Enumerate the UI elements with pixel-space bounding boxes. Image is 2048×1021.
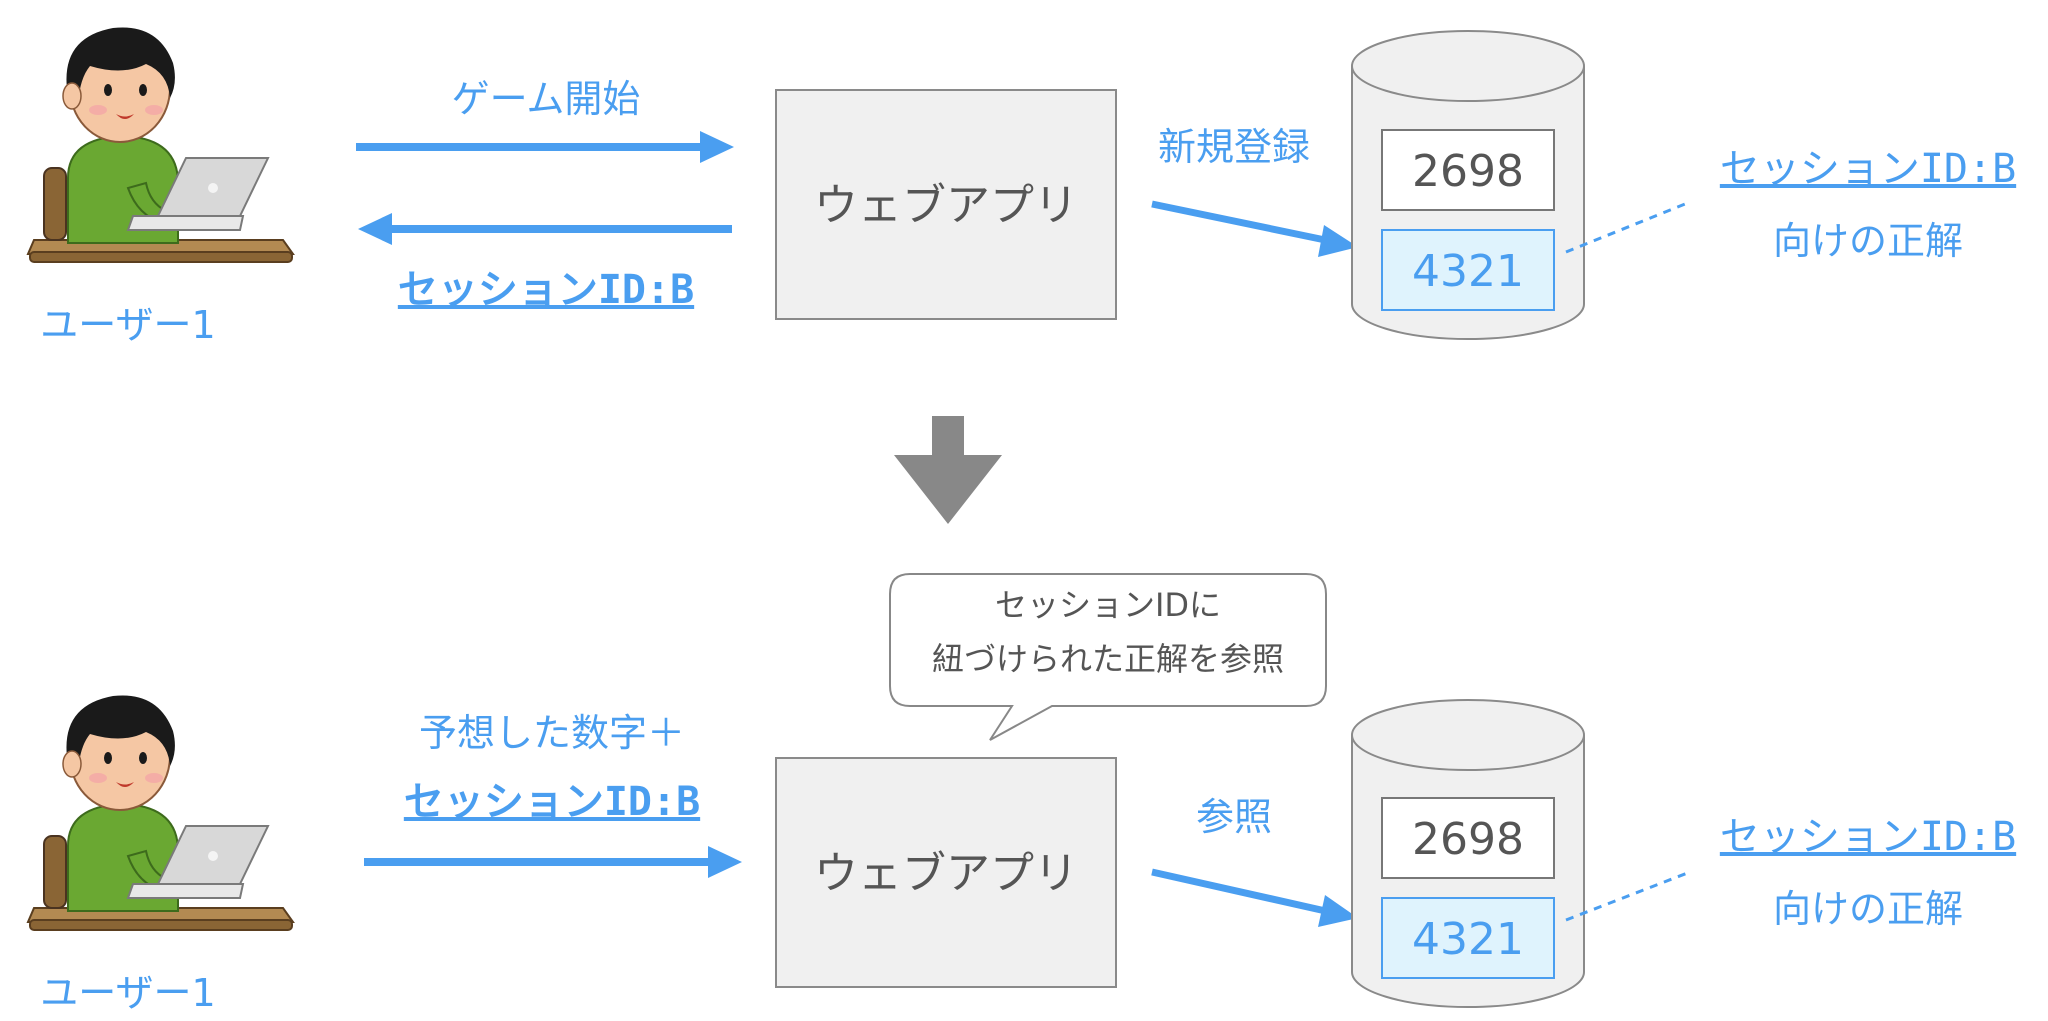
callout-line2: 紐づけられた正解を参照 — [932, 640, 1284, 678]
response-arrow-left — [358, 213, 732, 245]
top-db-action-label: 新規登録 — [1158, 125, 1310, 169]
bottom-note-session-label: セッションID:B — [1720, 814, 2016, 860]
user-laptop-icon — [27, 694, 294, 931]
bottom-scene: ユーザー1 予想した数字＋ セッションID:B セッションIDに 紐づけられた正… — [27, 573, 2016, 1015]
down-arrow-icon — [894, 416, 1002, 524]
bottom-note-connector — [1565, 870, 1691, 922]
lookup-callout: セッションIDに 紐づけられた正解を参照 — [889, 573, 1327, 741]
bottom-web-app-box — [775, 757, 1117, 988]
top-response-session-label: セッションID:B — [398, 267, 694, 313]
top-db-record-1 — [1381, 129, 1555, 211]
bottom-web-app-label: ウェブアプリ — [814, 848, 1078, 899]
register-arrow — [1151, 200, 1358, 257]
callout-line1: セッションIDに — [995, 586, 1221, 624]
user-laptop-icon — [27, 26, 294, 264]
request-arrow-right — [356, 131, 734, 163]
top-scene: ユーザー1 ゲーム開始 セッションID:B ウェブアプリ 新規登録 2698 4… — [27, 26, 2016, 347]
bottom-db-record-2 — [1381, 897, 1555, 979]
top-request-label: ゲーム開始 — [452, 77, 641, 121]
top-web-app-label: ウェブアプリ — [814, 180, 1078, 231]
top-web-app-box — [775, 89, 1117, 320]
bottom-db-action-label: 参照 — [1196, 795, 1272, 839]
lookup-arrow — [1151, 868, 1358, 927]
guess-arrow-right — [364, 846, 742, 878]
bottom-db-record-1 — [1381, 797, 1555, 879]
bottom-request-session-label: セッションID:B — [404, 779, 700, 825]
bottom-db-record-2-value: 4321 — [1412, 914, 1524, 965]
top-db-record-2-value: 4321 — [1412, 246, 1524, 297]
bottom-db-record-1-value: 2698 — [1412, 814, 1524, 865]
top-note-answer-label: 向けの正解 — [1773, 219, 1963, 263]
top-note-connector — [1565, 200, 1691, 254]
bottom-note-answer-label: 向けの正解 — [1773, 887, 1963, 931]
top-user-label: ユーザー1 — [40, 303, 215, 347]
bottom-request-label-line1: 予想した数字＋ — [419, 711, 685, 755]
top-db-record-1-value: 2698 — [1412, 146, 1524, 197]
top-db-record-2 — [1381, 229, 1555, 311]
top-note-session-label: セッションID:B — [1720, 146, 2016, 192]
bottom-user-label: ユーザー1 — [40, 971, 215, 1015]
